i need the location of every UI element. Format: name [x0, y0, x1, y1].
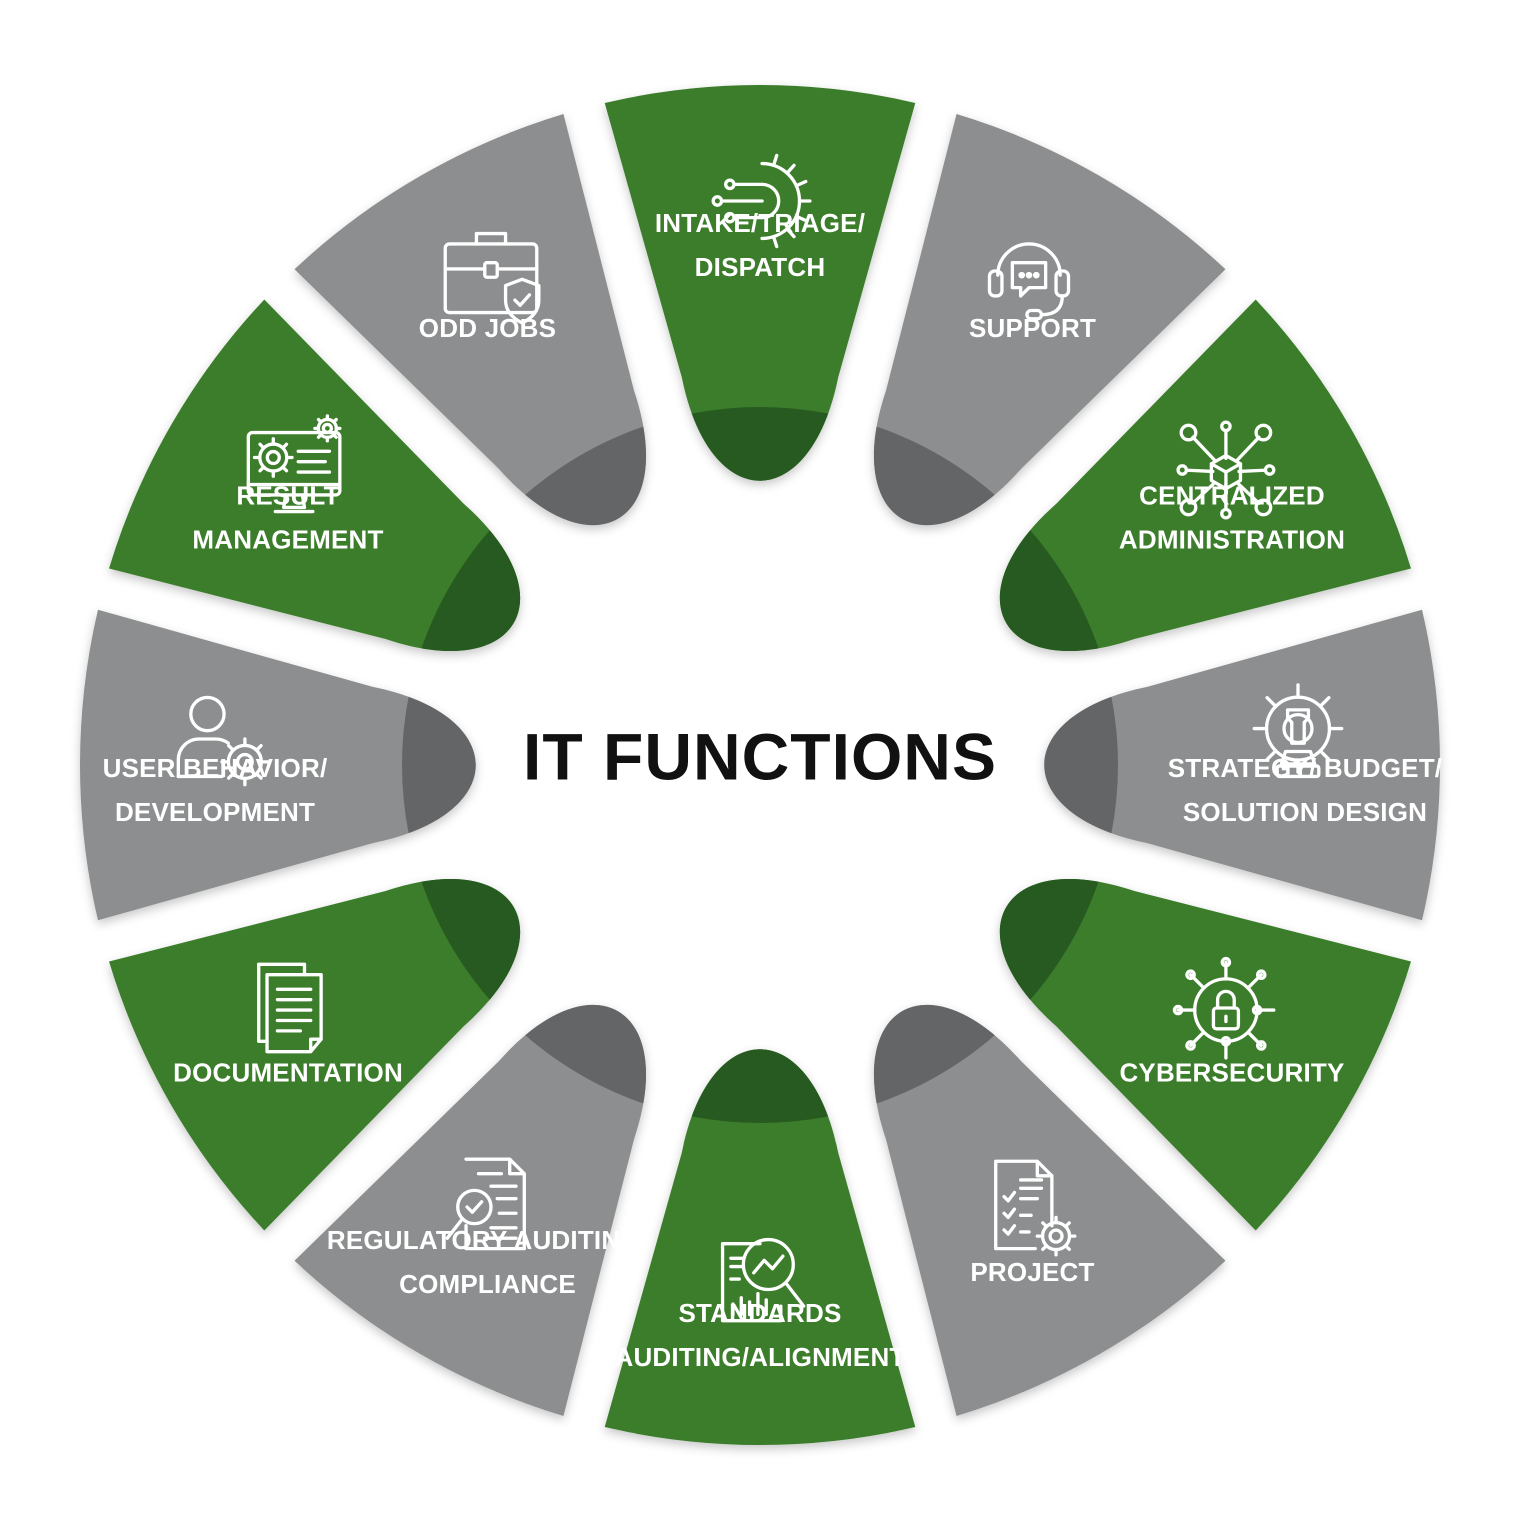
segment-label: RESULT MANAGEMENT — [192, 481, 383, 555]
segment-shape — [604, 84, 916, 481]
segment-label: STANDARDS AUDITING/ALIGNMENT — [614, 1298, 905, 1372]
segment-label-line: STRATEGY/ BUDGET/ — [1168, 753, 1442, 783]
segment-shape — [604, 1049, 916, 1446]
segment-label-line: ADMINISTRATION — [1119, 525, 1345, 555]
segment-label-line: DOCUMENTATION — [173, 1058, 403, 1088]
segment-label-line: USER BEHAVIOR/ — [103, 753, 328, 783]
headset-icon — [987, 242, 1071, 321]
segment-shape — [873, 1004, 1226, 1416]
document-check-icon — [445, 1157, 526, 1251]
checklist-gear-icon — [994, 1159, 1077, 1257]
segment-shape — [109, 878, 521, 1231]
segment-standards: STANDARDS AUDITING/ALIGNMENT — [604, 1049, 916, 1446]
segment-documentation: DOCUMENTATION — [109, 878, 521, 1231]
segment-label-line: DEVELOPMENT — [115, 797, 315, 827]
documents-icon — [257, 962, 323, 1054]
segment-shape — [873, 114, 1226, 526]
segment-label: STRATEGY/ BUDGET/SOLUTION DESIGN — [1168, 753, 1442, 827]
segment-label: CENTRALIZED ADMINISTRATION — [1119, 481, 1345, 555]
segment-label: CYBERSECURITY — [1119, 1058, 1344, 1088]
segment-cybersecurity: CYBERSECURITY — [999, 878, 1411, 1231]
chess-gear-icon — [1252, 683, 1344, 779]
segment-user: USER BEHAVIOR/DEVELOPMENT — [79, 609, 476, 921]
segment-shape — [294, 114, 647, 526]
segment-shape — [79, 609, 476, 921]
segment-label-line: CENTRALIZED — [1139, 481, 1325, 511]
segment-intake: INTAKE/TRIAGE/DISPATCH — [604, 84, 916, 481]
segment-label-line: SUPPORT — [969, 313, 1096, 343]
segment-project: PROJECT — [873, 1004, 1226, 1416]
segment-label: INTAKE/TRIAGE/DISPATCH — [655, 208, 865, 282]
segment-label-line: REGULATORY AUDITING/ — [327, 1225, 648, 1255]
segment-strategy: STRATEGY/ BUDGET/SOLUTION DESIGN — [1044, 609, 1442, 921]
segment-label: ODD JOBS — [419, 313, 556, 343]
network-cube-icon — [1176, 420, 1276, 520]
segment-label-line: STANDARDS — [678, 1298, 841, 1328]
segment-centralized: CENTRALIZED ADMINISTRATION — [999, 299, 1411, 652]
segment-oddjobs: ODD JOBS — [294, 114, 647, 526]
segment-shape — [999, 878, 1411, 1231]
gear-circuit-icon — [711, 153, 812, 249]
segment-label-line: RESULT — [236, 481, 339, 511]
segment-label: SUPPORT — [969, 313, 1096, 343]
segment-label-line: INTAKE/TRIAGE/ — [655, 208, 865, 238]
report-magnifier-icon — [720, 1237, 806, 1323]
segments-layer: INTAKE/TRIAGE/DISPATCH SUPPORT CENTRALIZED… — [79, 84, 1442, 1446]
user-gear-icon — [176, 695, 270, 787]
segment-label-line: AUDITING/ALIGNMENT — [614, 1342, 905, 1372]
segment-label-line: ODD JOBS — [419, 313, 556, 343]
segment-label: DOCUMENTATION — [173, 1058, 403, 1088]
center-title: IT FUNCTIONS — [523, 719, 997, 793]
segment-result: RESULT MANAGEMENT — [109, 299, 521, 652]
segment-shape — [109, 299, 521, 652]
segment-label-line: PROJECT — [970, 1257, 1094, 1287]
segment-regulatory: REGULATORY AUDITING/COMPLIANCE — [294, 1004, 648, 1416]
segment-label: PROJECT — [970, 1257, 1094, 1287]
segment-label: REGULATORY AUDITING/COMPLIANCE — [327, 1225, 648, 1299]
segment-label-line: DISPATCH — [695, 252, 826, 282]
lock-circuit-icon — [1172, 956, 1276, 1060]
segment-shape — [1044, 609, 1441, 921]
segment-label: USER BEHAVIOR/DEVELOPMENT — [103, 753, 328, 827]
segment-label-line: MANAGEMENT — [192, 525, 383, 555]
segment-label-line: COMPLIANCE — [399, 1269, 576, 1299]
segment-support: SUPPORT — [873, 114, 1226, 526]
segment-shape — [999, 299, 1411, 652]
segment-label-line: CYBERSECURITY — [1119, 1058, 1344, 1088]
briefcase-shield-icon — [443, 231, 541, 325]
monitor-gears-icon — [246, 414, 342, 514]
segment-label-line: SOLUTION DESIGN — [1183, 797, 1427, 827]
